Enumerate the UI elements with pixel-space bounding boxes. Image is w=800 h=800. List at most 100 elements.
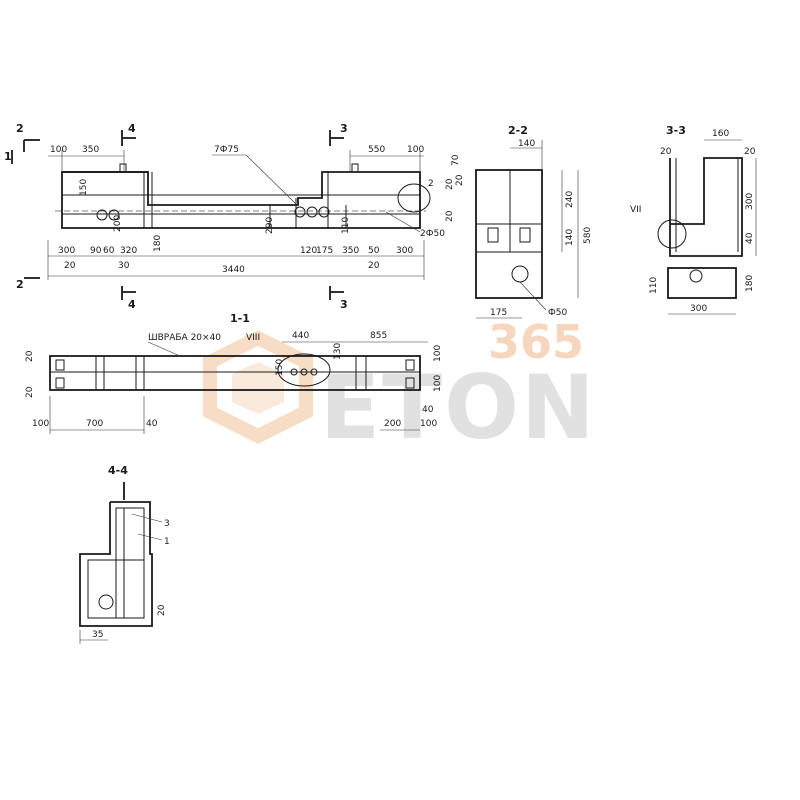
dim-label: 200	[384, 419, 401, 429]
dim-label: 20	[445, 178, 455, 190]
plan-1-1: 1-1 ШВРАБА 20×40 VIII 440 855 20 20 100 …	[25, 312, 443, 434]
dim-label: 855	[370, 331, 387, 341]
dim-label: 40	[146, 419, 158, 429]
hole-icon	[689, 269, 703, 283]
section-marker-2: 2	[16, 122, 24, 135]
section-marker-4: 4	[128, 122, 136, 135]
hole-icon	[98, 594, 114, 610]
dim-label: 700	[86, 419, 103, 429]
dim-label: 20	[744, 147, 756, 157]
dim-label: 300	[745, 193, 755, 210]
callout-label: 3	[164, 519, 170, 529]
dim-label: 30	[118, 261, 130, 271]
node-circle	[657, 219, 687, 249]
hole-icon	[306, 206, 318, 218]
watermark-number: 365	[488, 315, 584, 369]
callout-node-2: 2	[428, 179, 434, 189]
section-marker-4-bottom: 4	[128, 298, 136, 311]
dim-label: 290	[265, 217, 275, 234]
dim-label: 200	[113, 215, 123, 232]
dim-label: 120	[300, 246, 317, 256]
dim-label: 150	[79, 179, 89, 196]
callout-7f75: 7Ф75	[214, 145, 239, 155]
plan-label: ШВРАБА 20×40	[148, 333, 221, 343]
hole-icon	[108, 209, 120, 221]
dim-label: 70	[451, 154, 461, 166]
callout-label: 1	[164, 537, 170, 547]
dim-label: 20	[25, 350, 35, 362]
section-title: 2-2	[508, 124, 528, 137]
dim-label: 140	[565, 229, 575, 246]
dim-label: 320	[120, 246, 137, 256]
node-label: VIII	[246, 333, 260, 343]
dim-label: 100	[407, 145, 424, 155]
node-circle	[397, 183, 431, 213]
section-title: 1-1	[230, 312, 250, 325]
dim-label: 60	[103, 246, 115, 256]
hole-icon	[96, 209, 108, 221]
dim-label: 40	[745, 232, 755, 244]
dim-label: 175	[316, 246, 333, 256]
dim-label: 100	[420, 419, 437, 429]
dim-label: 90	[90, 246, 102, 256]
dim-label: 580	[583, 227, 593, 244]
dim-label: 240	[565, 191, 575, 208]
section-4-4: 4-4 3 1 20 35	[79, 464, 170, 644]
section-markers: 2 1 4 3 2 4 3	[4, 122, 348, 311]
dim-label: 20	[368, 261, 380, 271]
dim-label: 20	[660, 147, 672, 157]
main-elevation: 100 350 550 100 7Ф75 2 2Ф50 300 90 60 32…	[47, 145, 455, 280]
node-circle	[277, 353, 331, 387]
section-marker-1: 1	[4, 150, 12, 163]
dim-label: 100	[32, 419, 49, 429]
dim-label: 300	[690, 304, 707, 314]
dim-label: 300	[396, 246, 413, 256]
dim-label: 20	[445, 210, 455, 222]
dim-label: 350	[342, 246, 359, 256]
dim-label: 160	[712, 129, 729, 139]
section-3-3: 3-3 VII 160 20 20 300 40 110 180 300	[630, 124, 757, 315]
hole-icon	[511, 265, 529, 283]
dim-label: 130	[333, 343, 343, 360]
hole-icon	[318, 206, 330, 218]
dim-label: 20	[157, 604, 167, 616]
dim-label: 180	[153, 235, 163, 252]
dim-label: 20	[25, 386, 35, 398]
dim-label: 175	[490, 308, 507, 318]
dim-label: 40	[422, 405, 434, 415]
hole-icon	[290, 368, 298, 376]
dim-label: 550	[368, 145, 385, 155]
hole-icon	[310, 368, 318, 376]
section-title: 3-3	[666, 124, 686, 137]
dim-label: 140	[518, 139, 535, 149]
dim-label: 180	[745, 275, 755, 292]
dim-label: 20	[455, 174, 465, 186]
dim-label: 100	[433, 375, 443, 392]
hole-icon	[300, 368, 308, 376]
dim-label: 300	[58, 246, 75, 256]
callout-2f50: 2Ф50	[420, 229, 445, 239]
dim-label: 100	[433, 345, 443, 362]
dim-label: 110	[341, 217, 351, 234]
dim-label: 110	[649, 277, 659, 294]
section-marker-2-bottom: 2	[16, 278, 24, 291]
section-marker-3-bottom: 3	[340, 298, 348, 311]
dim-label: 440	[292, 331, 309, 341]
section-title: 4-4	[108, 464, 128, 477]
dim-label: 35	[92, 630, 103, 640]
watermark: 365 ETON	[203, 315, 597, 459]
watermark-name: ETON	[320, 356, 597, 459]
dim-label: 50	[368, 246, 380, 256]
overall-length: 3440	[222, 265, 245, 275]
dim-label: 150	[275, 359, 285, 376]
dim-label: 350	[82, 145, 99, 155]
hole-icon	[294, 206, 306, 218]
section-marker-3: 3	[340, 122, 348, 135]
dim-label: 100	[50, 145, 67, 155]
node-label: VII	[630, 205, 641, 215]
hole-label: Ф50	[548, 308, 567, 318]
watermark-logo-icon	[203, 330, 313, 444]
dim-label: 20	[64, 261, 76, 271]
section-2-2: 2-2 140 70 20 240 140 580 175 Ф50	[451, 124, 593, 319]
